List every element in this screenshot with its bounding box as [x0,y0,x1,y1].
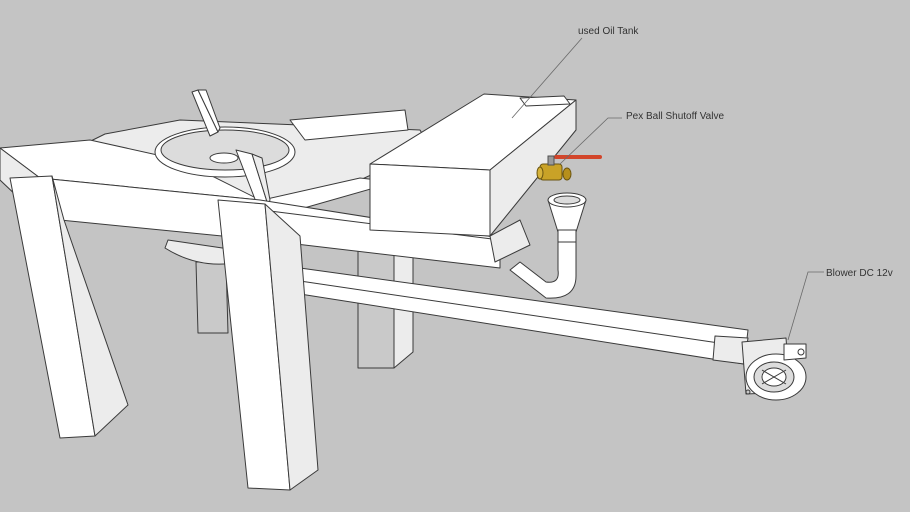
label-blower: Blower DC 12v [826,268,893,279]
front-leg-right [217,199,319,491]
front-leg-left [9,175,129,439]
burner-ring [154,126,296,178]
leader-blower [787,271,824,341]
label-oil-tank: used Oil Tank [578,26,639,37]
leader-oil-tank [511,37,583,119]
tank-bracket [489,219,531,263]
label-valve: Pex Ball Shutoff Valve [626,111,724,122]
leader-valve [559,117,622,165]
blower-dc-12v [741,337,807,401]
used-oil-tank [369,93,577,237]
filler-funnel [547,192,587,245]
u-bend-pipe [509,241,577,299]
back-leg-left [195,261,229,334]
pex-ball-valve [536,155,602,181]
